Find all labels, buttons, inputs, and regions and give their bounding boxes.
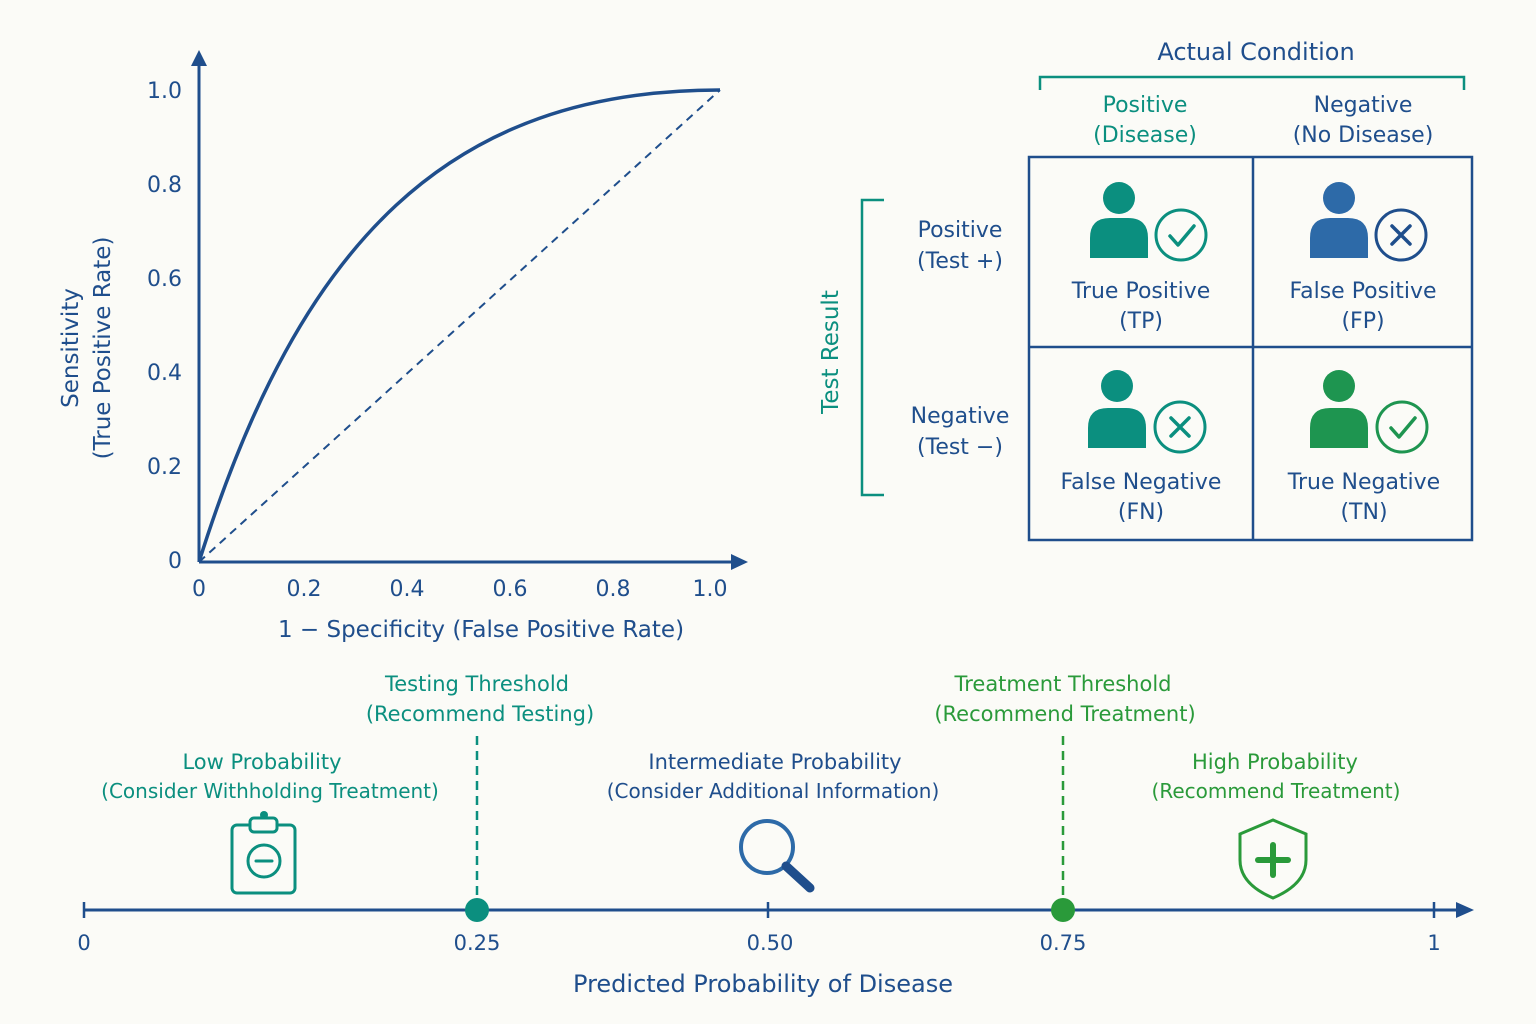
probability-tick: 0	[77, 931, 90, 955]
threshold-diagram: Testing Threshold (Recommend Testing) Tr…	[77, 672, 1474, 998]
magnifier-search-icon	[739, 819, 815, 893]
cell-abbr: (TN)	[1340, 500, 1387, 525]
column-header-positive: Positive	[1103, 93, 1188, 118]
roc-x-tick: 0.4	[390, 577, 425, 602]
testing-threshold-title: Testing Threshold	[384, 672, 569, 696]
clipboard-minus-icon	[230, 811, 297, 895]
row-header-positive: Positive	[918, 218, 1003, 243]
low-probability-title: Low Probability	[182, 750, 341, 774]
probability-tick: 0.75	[1040, 931, 1087, 955]
person-icon	[1090, 182, 1148, 258]
roc-y-tick: 0.6	[147, 267, 182, 292]
probability-tick: 0.25	[454, 931, 501, 955]
cell-label: True Positive	[1071, 279, 1211, 304]
roc-y-tick: 0.8	[147, 173, 182, 198]
person-icon	[1310, 370, 1368, 448]
roc-x-axis-label: 1 − Specificity (False Positive Rate)	[278, 617, 684, 643]
probability-axis-label: Predicted Probability of Disease	[573, 970, 953, 998]
cell-true-positive: True Positive (TP)	[1071, 182, 1211, 334]
high-probability-subtitle: (Recommend Treatment)	[1152, 779, 1401, 803]
cell-false-positive: False Positive (FP)	[1289, 182, 1437, 334]
treatment-threshold-marker	[1051, 898, 1075, 922]
roc-x-tick: 0	[192, 577, 206, 602]
roc-chart: 1.0 0.8 0.6 0.4 0.2 0 0 0.2 0.4 0.6 0.8 …	[58, 50, 748, 643]
cell-label: False Positive	[1289, 279, 1436, 304]
person-icon	[1310, 182, 1368, 258]
row-header-positive-sub: (Test +)	[917, 249, 1003, 274]
cell-false-negative: False Negative (FN)	[1061, 370, 1222, 525]
intermediate-probability-subtitle: (Consider Additional Information)	[607, 779, 940, 803]
x-circle-icon	[1374, 208, 1428, 262]
check-circle-icon	[1375, 400, 1429, 454]
actual-condition-title: Actual Condition	[1157, 38, 1354, 66]
cell-abbr: (FP)	[1341, 309, 1384, 334]
actual-condition-bracket	[1038, 75, 1466, 90]
test-result-title: Test Result	[818, 290, 844, 415]
x-circle-icon	[1153, 400, 1207, 454]
roc-y-tick: 0	[168, 549, 182, 574]
roc-x-tick: 0.6	[493, 577, 528, 602]
intermediate-probability-title: Intermediate Probability	[648, 750, 901, 774]
low-probability-subtitle: (Consider Withholding Treatment)	[101, 779, 439, 803]
treatment-threshold-subtitle: (Recommend Treatment)	[934, 702, 1195, 726]
roc-x-axis-arrow	[731, 554, 748, 570]
probability-tick: 0.50	[747, 931, 794, 955]
roc-y-axis-label-line2: (True Positive Rate)	[90, 237, 116, 460]
row-header-negative-sub: (Test −)	[917, 435, 1003, 460]
matrix-grid	[1027, 155, 1474, 542]
confusion-matrix: Actual Condition Positive (Disease) Nega…	[818, 38, 1474, 542]
test-result-bracket	[860, 198, 884, 497]
person-icon	[1088, 370, 1146, 448]
roc-x-tick: 0.8	[596, 577, 631, 602]
cell-label: False Negative	[1061, 470, 1222, 495]
column-header-negative-sub: (No Disease)	[1293, 123, 1434, 148]
cell-abbr: (FN)	[1118, 500, 1164, 525]
cell-label: True Negative	[1287, 470, 1440, 495]
probability-tick: 1	[1427, 931, 1440, 955]
row-header-negative: Negative	[911, 404, 1010, 429]
roc-x-tick: 0.2	[287, 577, 322, 602]
testing-threshold-marker	[465, 898, 489, 922]
roc-y-tick: 0.4	[147, 361, 182, 386]
roc-y-axis-arrow	[191, 50, 207, 66]
cell-abbr: (TP)	[1119, 309, 1163, 334]
probability-axis-arrow	[1456, 902, 1474, 918]
roc-y-axis-label-line1: Sensitivity	[58, 288, 84, 408]
treatment-threshold-title: Treatment Threshold	[953, 672, 1171, 696]
roc-y-tick: 1.0	[147, 79, 182, 104]
roc-curve	[197, 88, 721, 563]
column-header-positive-sub: (Disease)	[1093, 123, 1197, 148]
testing-threshold-subtitle: (Recommend Testing)	[366, 702, 594, 726]
check-circle-icon	[1154, 208, 1208, 262]
column-header-negative: Negative	[1314, 93, 1413, 118]
cell-true-negative: True Negative (TN)	[1287, 370, 1440, 525]
roc-x-tick: 1.0	[693, 577, 728, 602]
high-probability-title: High Probability	[1192, 750, 1358, 774]
roc-y-tick: 0.2	[147, 455, 182, 480]
roc-diagonal-reference	[198, 89, 721, 563]
shield-plus-icon	[1238, 818, 1308, 900]
